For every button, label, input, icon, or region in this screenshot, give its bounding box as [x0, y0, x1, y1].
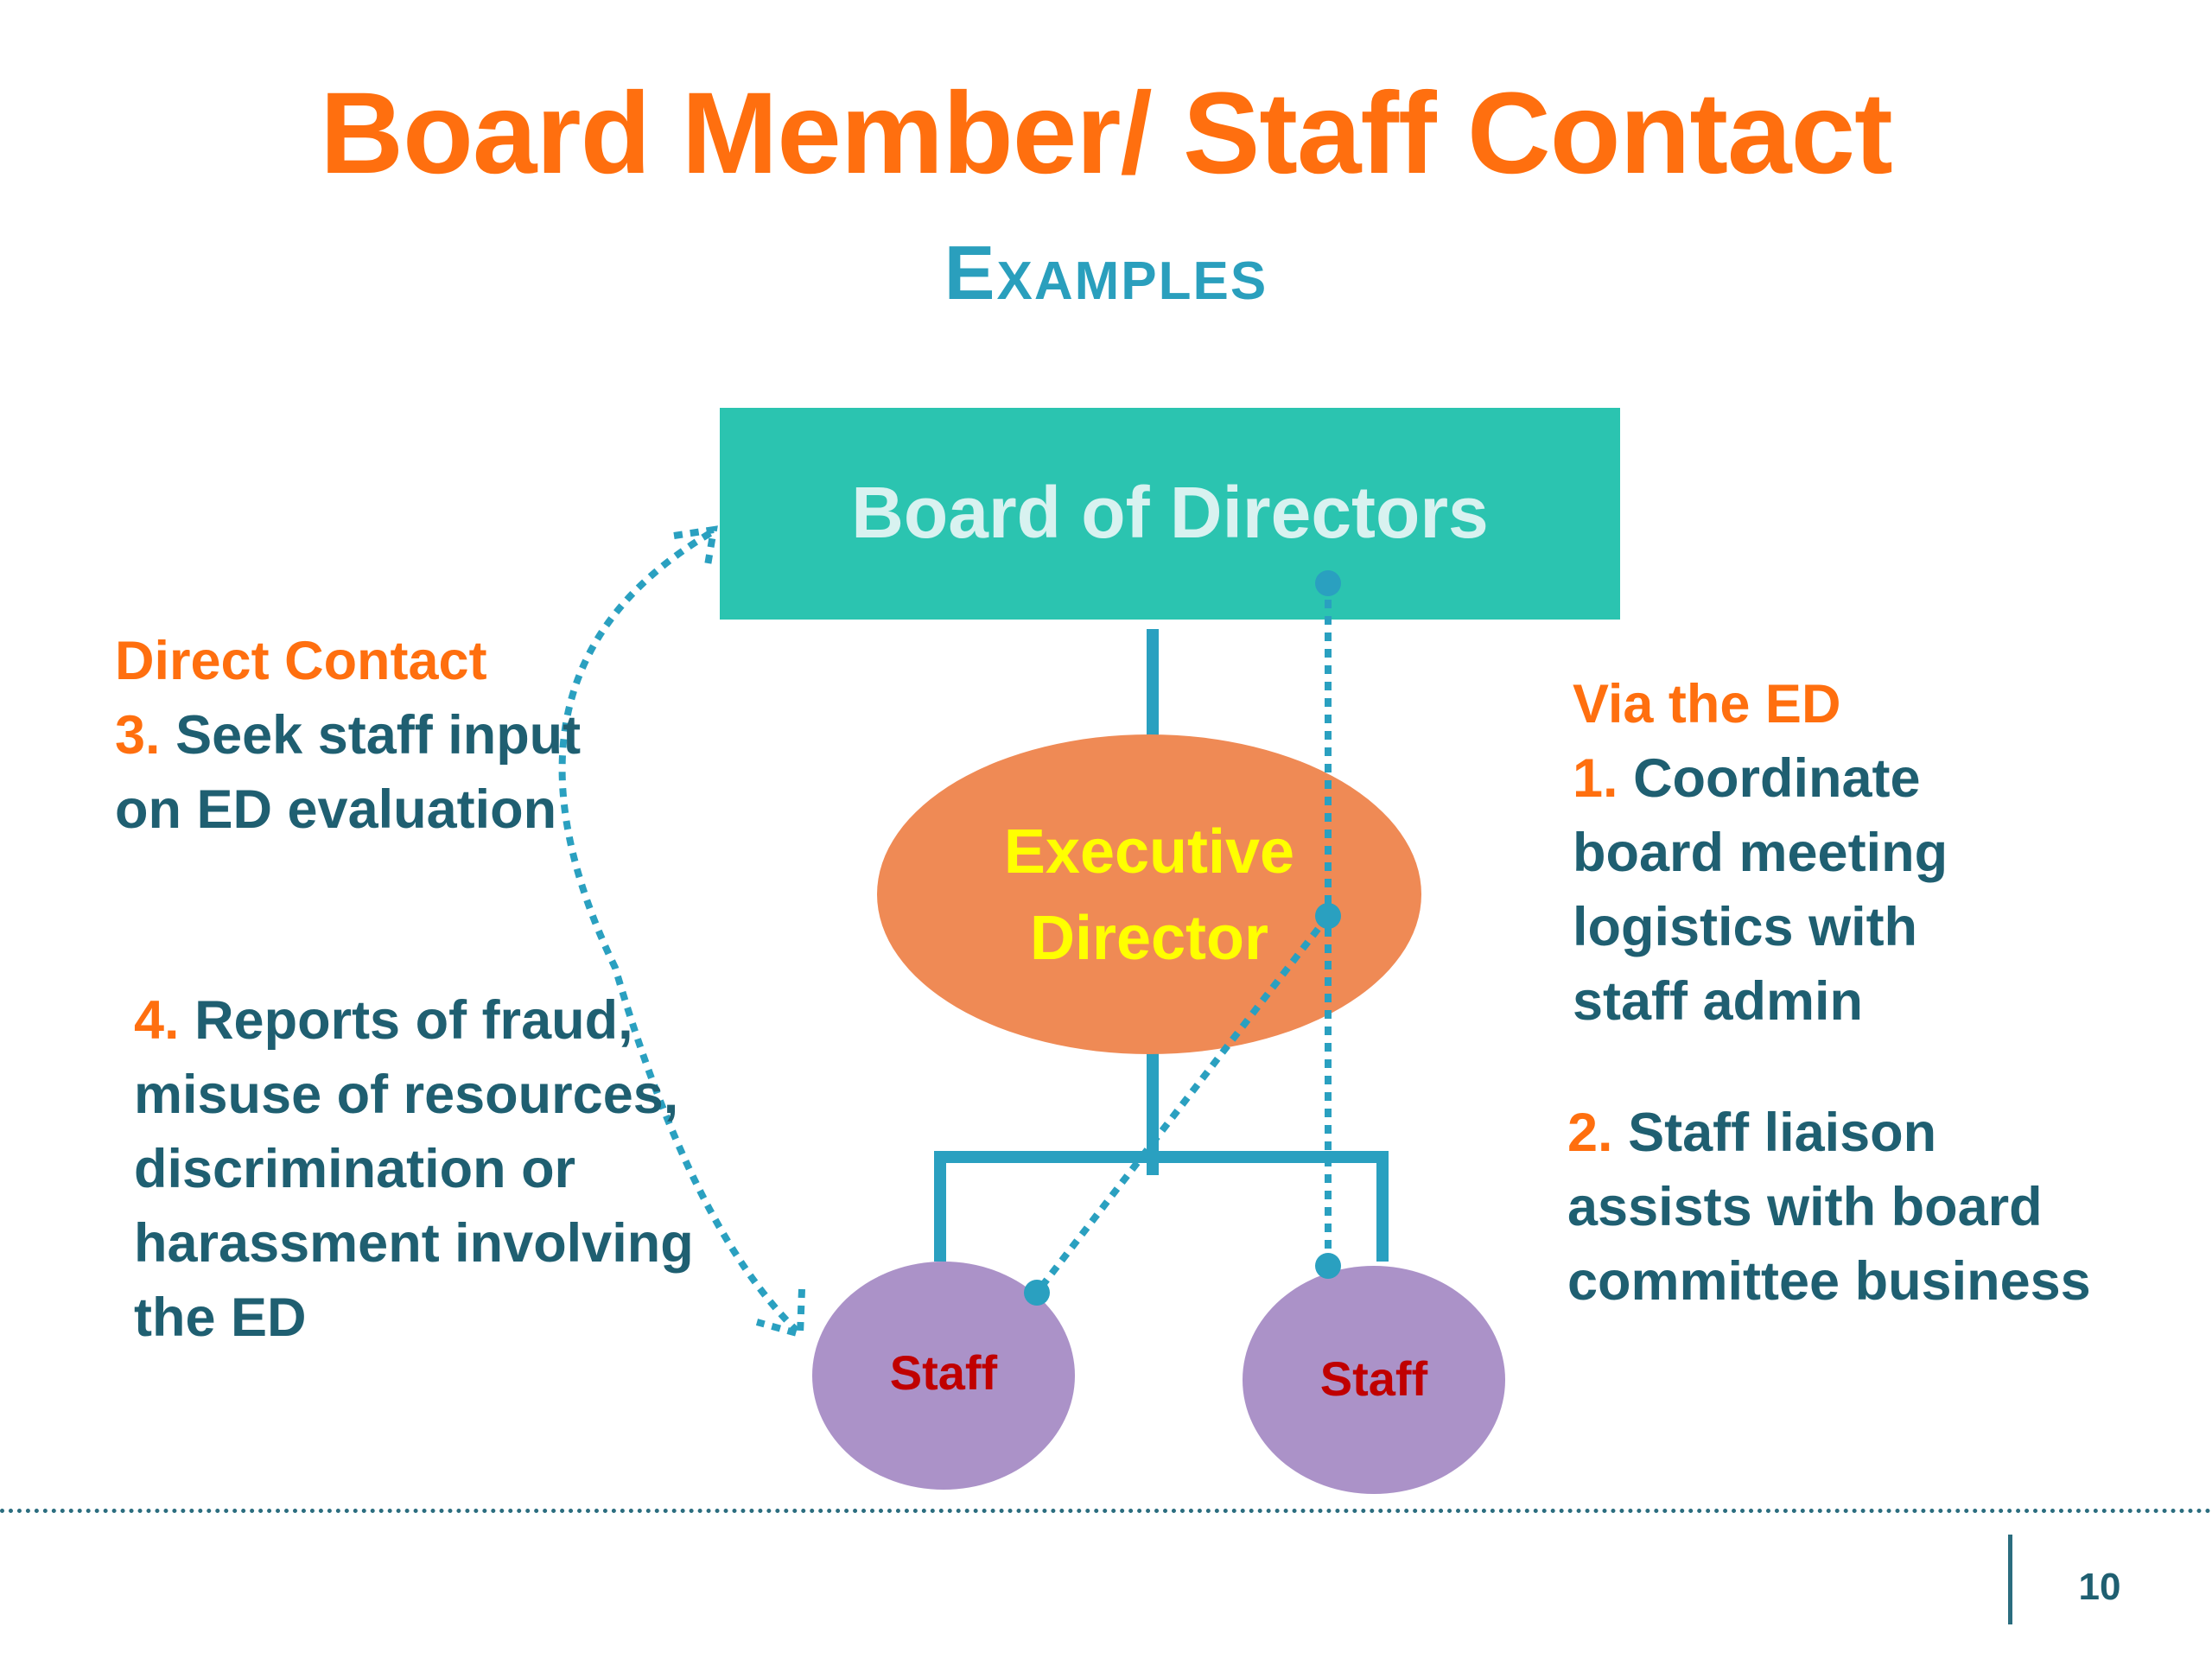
page-number-separator [2008, 1535, 2012, 1624]
item-1-text-line2: board meeting [1573, 823, 1948, 883]
slide-subtitle: Examples [944, 230, 1268, 315]
item-1-text-line4: staff admin [1573, 971, 1864, 1032]
executive-director-label-line2: Director [1030, 904, 1268, 973]
via-the-ed-heading: Via the ED [1573, 674, 1841, 734]
item-4-text-line2: misuse of resources, [134, 1065, 679, 1125]
item-4-text-line4: harassment involving [134, 1213, 694, 1274]
item-3-number: 3. [115, 705, 161, 766]
ed-to-staff-dotted-line [1033, 913, 1332, 1295]
connector-dots [1024, 570, 1341, 1306]
item-4-number: 4. [134, 990, 180, 1051]
item-4-text-line3: discrimination or [134, 1139, 576, 1199]
dot-staff-left [1024, 1280, 1050, 1306]
solid-connectors [934, 629, 1389, 1262]
item-2-number: 2. [1567, 1103, 1613, 1163]
direct-contact-heading: Direct Contact [115, 631, 487, 691]
item-1-number: 1. [1573, 748, 1618, 809]
item-2-text-line2: assists with board [1567, 1177, 2043, 1237]
board-of-directors-box [720, 408, 1620, 620]
dot-board [1315, 570, 1341, 596]
page-number: 10 [2078, 1566, 2121, 1608]
staff-left-circle [812, 1262, 1075, 1490]
arrowheads [673, 525, 805, 1339]
item-3-text-line1: Seek staff input [175, 705, 582, 766]
item-2-text-line1: Staff liaison [1628, 1103, 1937, 1163]
item-3: 3. Seek staff input [115, 698, 651, 772]
dot-staff-right [1315, 1253, 1341, 1279]
item-1-text-line1: Coordinate [1633, 748, 1921, 809]
dot-ed [1315, 903, 1341, 929]
staff-right-circle [1243, 1266, 1505, 1494]
direct-contact-block: Direct Contact 3. Seek staff input on ED… [115, 624, 651, 847]
item-2: 2. Staff liaison [1567, 1096, 2172, 1170]
arrowhead-top [673, 525, 718, 571]
item-4: 4. Reports of fraud, [134, 983, 739, 1058]
via-the-ed-block: Via the ED 1. Coordinate board meeting l… [1573, 667, 2126, 1039]
item-4-text-line5: the ED [134, 1287, 307, 1348]
item-1-text-line3: logistics with [1573, 897, 1918, 957]
board-of-directors-label: Board of Directors [851, 472, 1488, 553]
slide-title: Board Member/ Staff Contact [320, 69, 1892, 198]
direct-contact-dotted-arrow [558, 530, 799, 1333]
item-2-text-line3: committee business [1567, 1251, 2091, 1312]
item-1: 1. Coordinate [1573, 741, 2126, 816]
staff-right-label: Staff [1320, 1351, 1428, 1406]
item-4-text-line1: Reports of fraud, [194, 990, 633, 1051]
branch-connector [934, 1151, 1389, 1262]
item-3-text-line2: on ED evaluation [115, 779, 557, 840]
executive-director-ellipse [877, 734, 1421, 1054]
item-2-block: 2. Staff liaison assists with board comm… [1567, 1096, 2172, 1319]
footer-dotted-rule [0, 1509, 2212, 1513]
staff-left-label: Staff [890, 1345, 998, 1400]
item-4-block: 4. Reports of fraud, misuse of resources… [134, 983, 739, 1355]
executive-director-label-line1: Executive [1004, 817, 1294, 887]
